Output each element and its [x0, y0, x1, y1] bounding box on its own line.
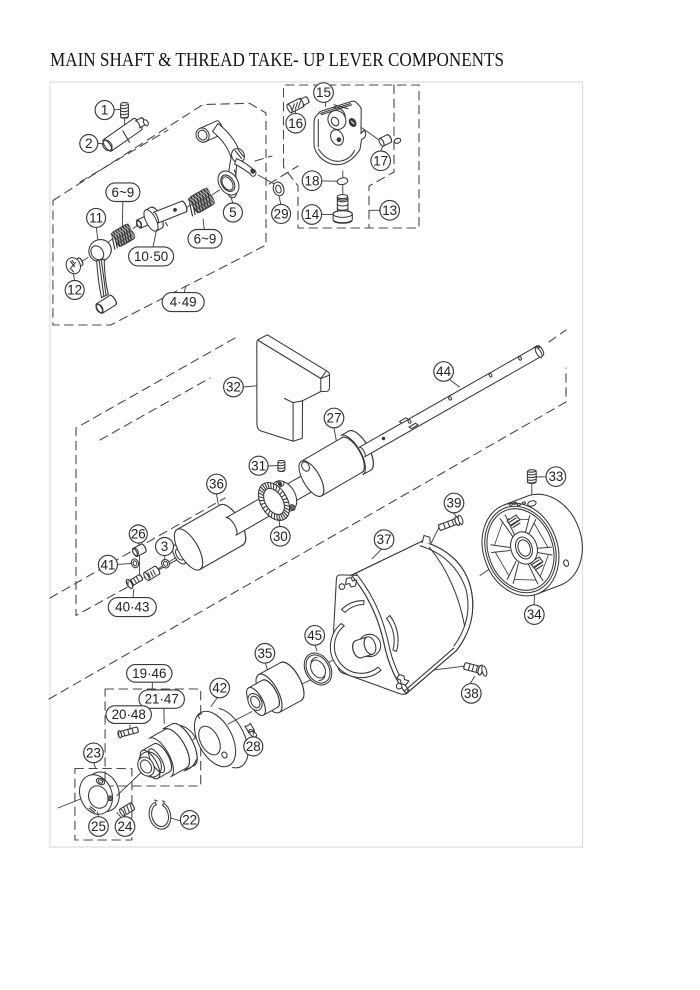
svg-text:27: 27 — [327, 411, 342, 426]
svg-text:13: 13 — [382, 203, 397, 218]
svg-text:45: 45 — [307, 628, 322, 643]
svg-text:14: 14 — [304, 207, 319, 222]
svg-text:24: 24 — [118, 819, 133, 834]
svg-text:16: 16 — [288, 116, 303, 131]
svg-text:41: 41 — [100, 557, 115, 572]
svg-text:4·49: 4·49 — [170, 295, 197, 310]
svg-text:34: 34 — [527, 607, 542, 622]
svg-text:36: 36 — [209, 477, 224, 492]
svg-text:22: 22 — [182, 813, 197, 828]
svg-text:40·43: 40·43 — [115, 600, 149, 615]
svg-text:38: 38 — [464, 686, 479, 701]
svg-text:31: 31 — [251, 458, 266, 473]
svg-text:1: 1 — [101, 103, 108, 118]
svg-text:10·50: 10·50 — [134, 249, 168, 264]
svg-text:25: 25 — [91, 819, 106, 834]
svg-text:5: 5 — [229, 205, 236, 220]
svg-text:29: 29 — [274, 207, 289, 222]
svg-text:37: 37 — [377, 532, 392, 547]
svg-text:35: 35 — [257, 646, 272, 661]
svg-text:28: 28 — [246, 739, 261, 754]
svg-text:15: 15 — [316, 85, 331, 100]
svg-text:39: 39 — [447, 496, 462, 511]
svg-text:6~9: 6~9 — [112, 185, 135, 200]
svg-text:21·47: 21·47 — [145, 692, 179, 707]
svg-text:11: 11 — [89, 211, 103, 226]
svg-text:6~9: 6~9 — [194, 231, 217, 246]
svg-text:26: 26 — [131, 527, 146, 542]
svg-text:MAIN SHAFT & THREAD TAKE- UP L: MAIN SHAFT & THREAD TAKE- UP LEVER COMPO… — [50, 50, 504, 71]
svg-text:12: 12 — [67, 283, 82, 298]
svg-text:42: 42 — [212, 681, 227, 696]
svg-text:33: 33 — [548, 469, 563, 484]
svg-text:17: 17 — [373, 153, 388, 168]
svg-text:18: 18 — [305, 173, 320, 188]
svg-text:20·48: 20·48 — [112, 707, 146, 722]
svg-text:23: 23 — [86, 746, 101, 761]
svg-text:30: 30 — [273, 529, 288, 544]
svg-text:32: 32 — [226, 380, 241, 395]
svg-text:2: 2 — [85, 136, 92, 151]
svg-text:44: 44 — [436, 364, 451, 379]
svg-text:19·46: 19·46 — [132, 666, 166, 681]
svg-text:3: 3 — [161, 539, 168, 554]
